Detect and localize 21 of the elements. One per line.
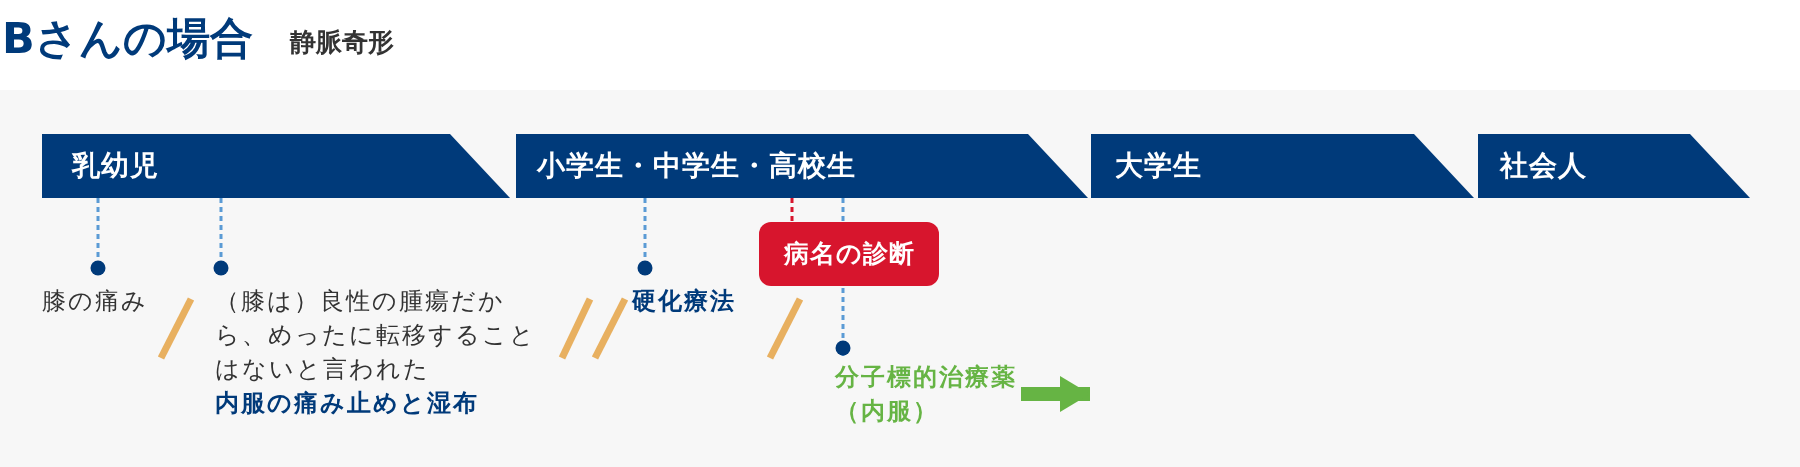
event-text: 分子標的治療薬（内服） [835, 362, 1018, 427]
period-banner [42, 134, 510, 198]
event-text: 硬化療法 [632, 286, 737, 317]
period-label: 小学生・中学生・高校生 [537, 148, 856, 184]
diagnosis-badge: 病名の診断 [759, 222, 939, 286]
event-text: 膝の痛み [42, 286, 149, 317]
treatment-text: 内服の痛み止めと湿布 [215, 388, 480, 419]
period-banner [1478, 134, 1750, 198]
period-label: 大学生 [1115, 148, 1202, 184]
leader-line [213, 198, 229, 276]
period-label: 社会人 [1500, 148, 1587, 184]
leader-line [637, 198, 653, 276]
period-label: 乳幼児 [72, 148, 159, 184]
period-banner [1091, 134, 1474, 198]
leader-line [90, 198, 106, 276]
period-banner [516, 134, 1088, 198]
title: Bさんの場合 [2, 12, 253, 64]
subtitle: 静脈奇形 [290, 26, 394, 59]
arrow [1021, 376, 1090, 412]
event-text: （膝は）良性の腫瘍だから、めったに転移することはないと言われた [215, 286, 537, 385]
connector-line [790, 198, 794, 222]
